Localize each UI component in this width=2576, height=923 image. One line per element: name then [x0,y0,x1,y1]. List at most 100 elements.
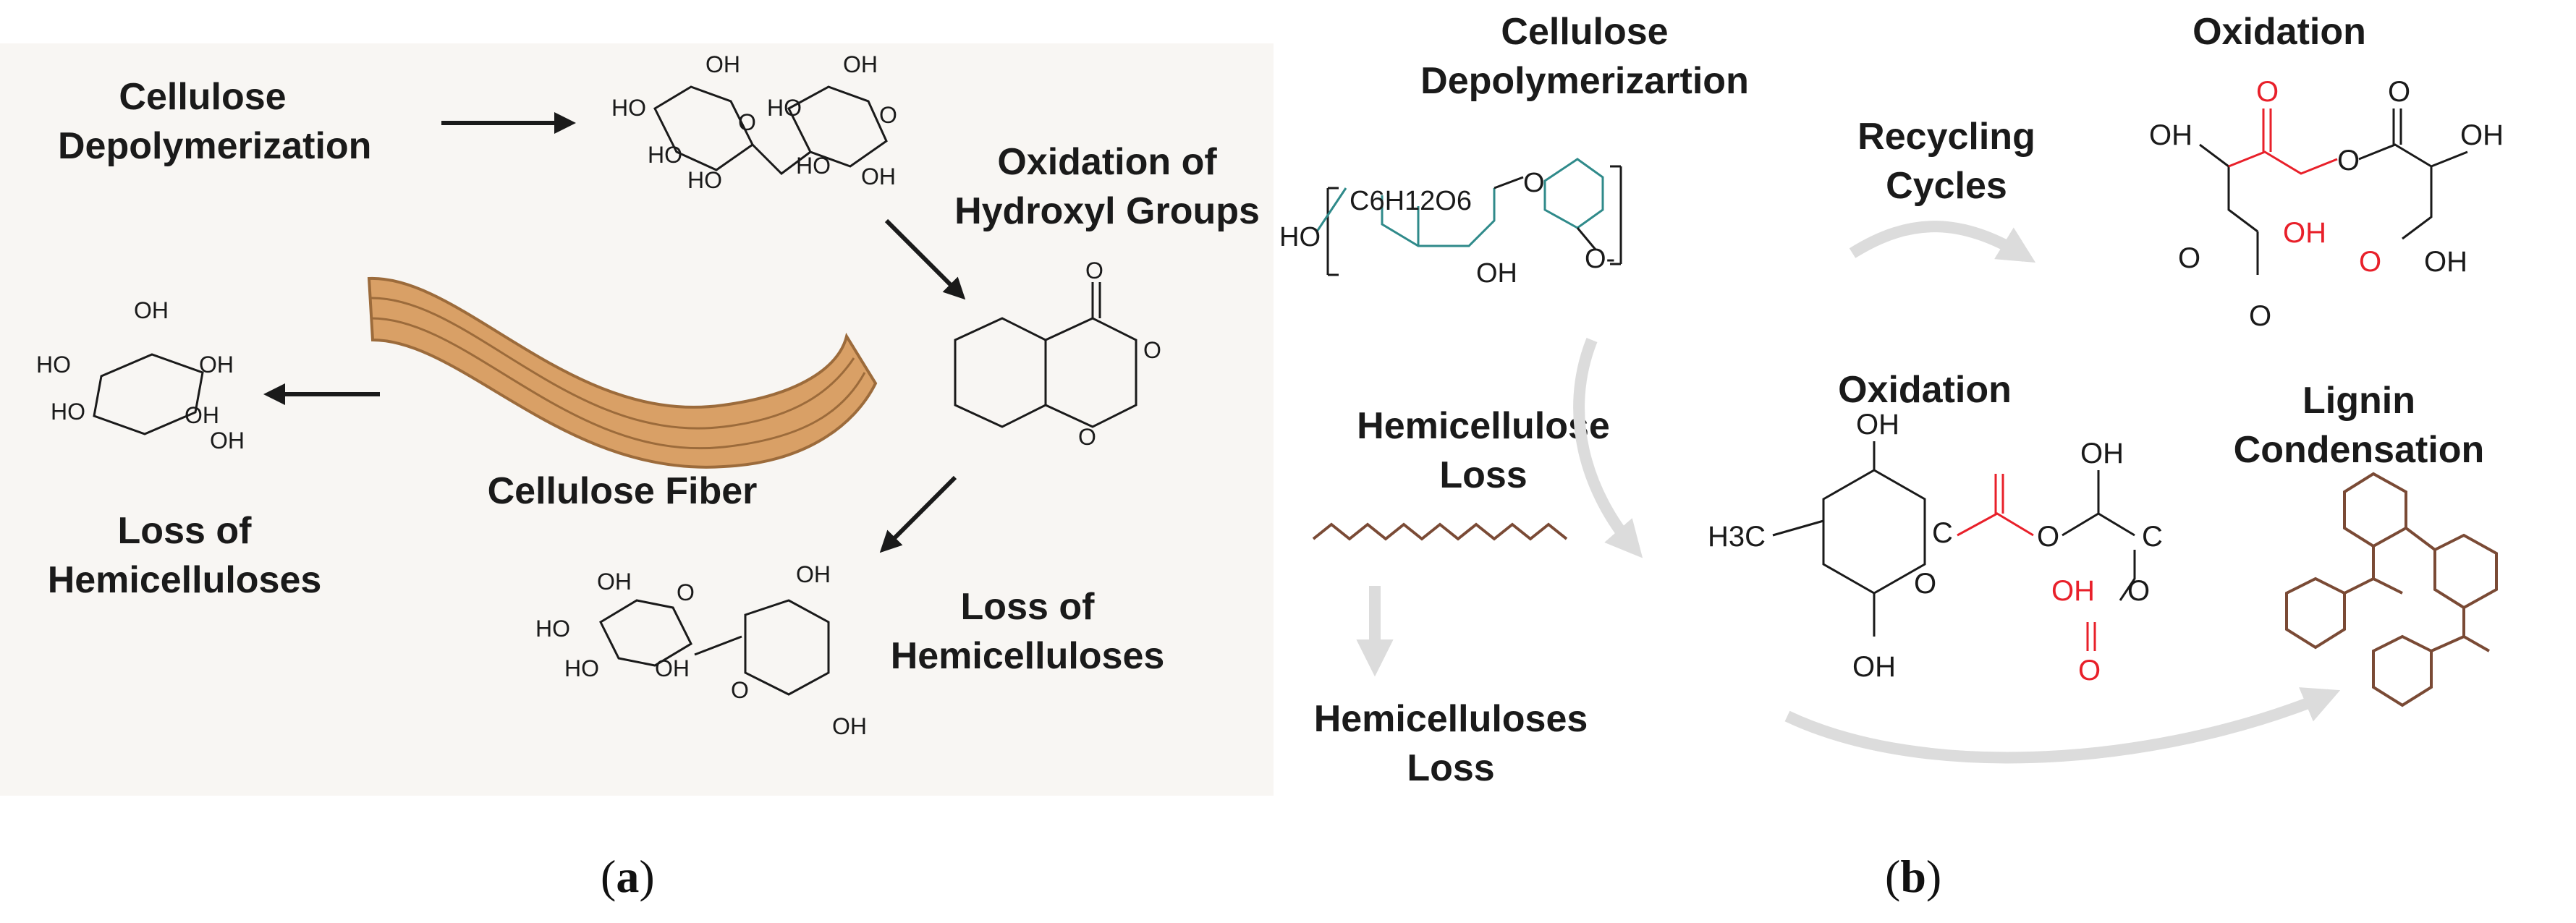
lignin-structure-icon [2285,472,2498,707]
label-line: Hemicelluloses [890,635,1165,677]
caption-close: ) [639,851,655,902]
cellulose-polymer-icon [1315,158,1622,276]
label-lignin-condensation: Lignin Condensation [2214,376,2504,475]
atom-label: OH [2149,119,2192,151]
atom-label: OH [1856,409,1899,441]
atom-label: OH [2080,438,2124,469]
oxidation-product-top-icon [2199,109,2468,275]
atom-label: OH [843,51,878,77]
arrow-recycling [1849,221,2036,263]
inositol-atoms: OH HO OH HO OH OH [36,297,245,454]
atom-label: OH [597,569,632,595]
atom-label: O [677,579,695,605]
cellulose-polymer-atoms: HO C6H12O6 O OH O- [1279,168,1615,289]
atom-label: O [1143,337,1161,363]
caption-b: (b) [1885,850,1941,903]
label-line: Loss of [117,510,252,552]
atom-label: HO [767,95,802,121]
atom-label: O [738,109,756,135]
caption-letter: a [616,851,640,902]
label-line: Oxidation [2192,11,2366,53]
label-line: Condensation [2233,429,2485,471]
disaccharide-molecule-icon [653,85,888,175]
inositol-icon [93,353,204,435]
atom-label: O [879,102,897,128]
atom-label: C [2142,521,2163,553]
label-line: Depolymerizartion [1420,60,1749,102]
atom-label: OH [655,655,690,681]
label-cellulose-fiber: Cellulose Fiber [449,467,796,516]
atom-label: OH [185,402,219,428]
label-line: Lignin [2302,380,2415,422]
oxidation-product-top-atoms: OH O O O OH O OH O O OH [2149,76,2504,332]
atom-label: HO [796,153,831,179]
label-line: Loss of [960,586,1095,628]
atom-label: O [1914,568,1936,600]
atom-label: O [2256,76,2279,108]
atom-label: O [2078,655,2101,686]
label-recycling-cycles: Recycling Cycles [1838,112,2055,210]
label-line: Cycles [1886,165,2007,207]
label-line: Cellulose Fiber [487,470,758,512]
sugar-dioxane-atoms: OH O HO HO OH OH O OH [535,561,867,739]
atom-label: OH [1852,651,1896,683]
label-line: Hemicelluloses [47,559,322,601]
panel-b: Cellulose Depolymerizartion Recycling Cy… [1274,0,2576,923]
arrow-to-lignin [1784,687,2341,764]
atom-label: OH [2051,575,2095,607]
atom-label: O [2178,242,2200,274]
atom-label: O- [1585,244,1615,274]
panel-a-drawing: OH HO HO HO O OH HO O HO OH O O O [36,51,1161,739]
label-line: Oxidation of [997,141,1217,183]
cellulose-fiber-icon [367,276,878,469]
caption-close: ) [1925,851,1942,902]
atom-label: OH [199,352,234,378]
atom-label: O [2388,76,2410,108]
label-line: Cellulose [1501,11,1669,53]
label-oxidation-mid: Oxidation [1802,365,2048,414]
atom-label: H3C [1708,521,1766,553]
label-line: Loss [1407,747,1495,789]
atom-label: O [2359,246,2381,278]
atom-label: OH [2460,119,2504,151]
label-line: Loss [1439,454,1528,496]
atom-label: O [1085,258,1103,284]
arrow-loss-down [879,475,957,553]
label-line: Hemicelluloses [1313,698,1588,740]
atom-label: HO [564,655,599,681]
arrow-oxidation-down [884,218,966,300]
atom-label: OH [2283,217,2326,249]
arrow-hemicellulose-down [1573,338,1643,558]
label-hemicellulose-loss: Hemicellulose Loss [1346,401,1621,500]
caption-open: ( [1885,851,1901,902]
label-hemicelluloses-loss: Hemicelluloses Loss [1306,694,1596,793]
hemicellulose-chain-icon [1312,522,1568,541]
label-line: Hemicellulose [1357,405,1610,447]
atom-label: C6H12O6 [1350,186,1472,216]
atom-label: HO [648,142,682,168]
atom-label: HO [687,167,722,193]
atom-label: OH [1476,258,1517,289]
oxidation-product-mid-icon [1772,441,2136,651]
panel-a: Cellulose Depolymerization Oxidation of … [0,0,1274,923]
atom-label: OH [796,561,831,587]
label-cellulose-depolymerization-a: Cellulose Depolymerization [58,72,372,171]
atom-label: HO [611,95,646,121]
lactone-atoms: O O O [1078,258,1161,450]
caption-letter: b [1900,851,1926,902]
atom-label: O [2337,145,2360,176]
label-line: Depolymerization [58,125,372,167]
label-line: Cellulose [119,76,287,118]
atom-label: OH [706,51,740,77]
atom-label: OH [134,297,169,323]
label-loss-hemicelluloses-bottom: Loss of Hemicelluloses [868,582,1187,681]
atom-label: OH [210,428,245,454]
atom-label: HO [535,616,570,642]
label-oxidation-top: Oxidation [2156,7,2402,56]
disaccharide-atoms: OH HO HO HO O OH HO O HO OH [611,51,897,193]
atom-label: O [1523,168,1545,198]
oxidation-product-mid-atoms: OH OH H3C C O C O OH O OH O [1708,409,2163,686]
label-cellulose-depolymerization-b: Cellulose Depolymerizartion [1397,7,1773,106]
caption-open: ( [601,851,617,902]
atom-label: O [2249,300,2271,332]
